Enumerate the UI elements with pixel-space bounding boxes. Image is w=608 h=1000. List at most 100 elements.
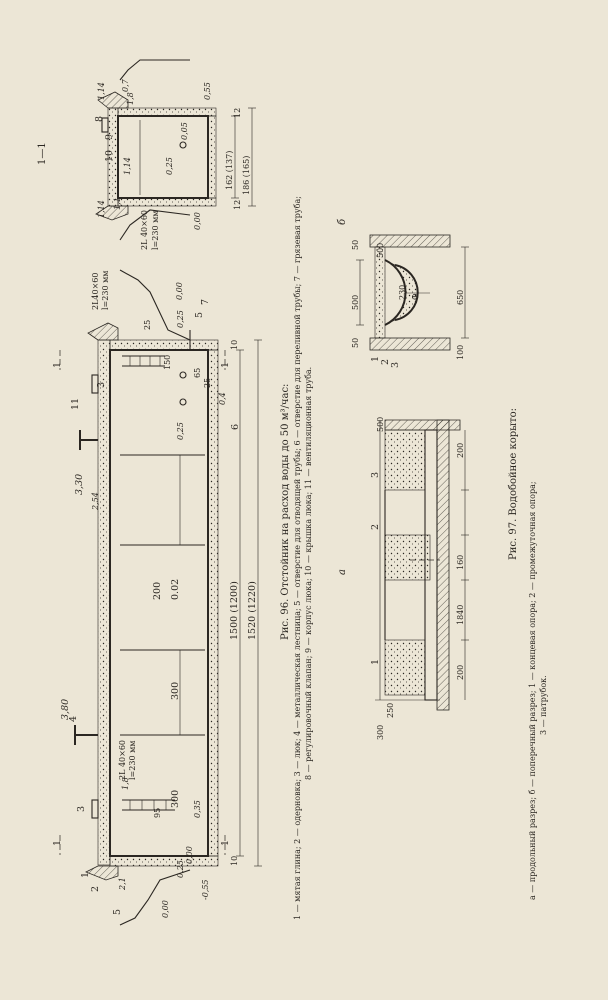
callout-6: 6 bbox=[230, 424, 241, 430]
mark-18b: 1,8 bbox=[121, 777, 130, 790]
steel-1-length: l=230 мм bbox=[151, 210, 160, 250]
section-mark-d: 1 bbox=[220, 362, 231, 368]
callout-2: 2 bbox=[90, 886, 101, 892]
callout-5a: 5 bbox=[112, 909, 123, 915]
mark-11: 1,1 bbox=[113, 197, 122, 210]
section-title: 1—1 bbox=[37, 142, 48, 165]
ladder-left bbox=[122, 799, 175, 811]
dim97-500: 500 bbox=[376, 417, 385, 432]
dim-300a: 300 bbox=[170, 682, 181, 700]
callout97b-2: 2 bbox=[380, 359, 391, 365]
mark-025d: 0,25 bbox=[165, 157, 174, 175]
mark-000c: 0,00 bbox=[193, 212, 202, 230]
fig97-caption: Рис. 97. Водобойное корыто: bbox=[508, 408, 519, 560]
dim-12a: 12 bbox=[233, 108, 242, 118]
dim97b-500a: 500 bbox=[376, 243, 385, 258]
mark-025b: 0,25 bbox=[176, 310, 185, 328]
dim-200: 200 bbox=[152, 582, 163, 600]
dim-002: 0.02 bbox=[170, 579, 181, 600]
dim97b-230: 230 bbox=[398, 285, 407, 300]
dim-10b: 10 bbox=[230, 856, 239, 866]
dim97-1840: 1840 bbox=[456, 605, 465, 625]
dim97b-50a: 50 bbox=[351, 240, 360, 250]
dim97-250: 250 bbox=[386, 703, 395, 718]
dim-300b: 300 bbox=[170, 790, 181, 808]
mark-07: 0,7 bbox=[121, 78, 130, 92]
callout-4: 4 bbox=[68, 716, 79, 722]
callout-11: 11 bbox=[70, 398, 81, 410]
fig96-legend-line1: 1 — мятая глина; 2 — одерновка; 3 — люк;… bbox=[293, 196, 302, 920]
mark-035: 0,35 bbox=[193, 800, 202, 818]
dim97-300: 300 bbox=[376, 725, 385, 740]
dim-186: 186 (165) bbox=[242, 156, 251, 195]
steel-1: 2L 40×60 bbox=[140, 210, 149, 250]
dim-1520: 1520 (1220) bbox=[247, 581, 258, 640]
dim-25a: 25 bbox=[143, 320, 152, 330]
fig97-sub-b: б bbox=[337, 218, 348, 225]
mark-18a: 1,8 bbox=[126, 92, 135, 105]
dim97-200a: 200 bbox=[456, 665, 465, 680]
mark-114b: 1,14 bbox=[123, 157, 132, 175]
fig97-legend-line1: а — продольный разрез; б — поперечный ра… bbox=[528, 481, 537, 900]
mark-254: 2,54 bbox=[91, 492, 100, 511]
fig97-legend-line2: 3 — патрубок. bbox=[539, 675, 548, 735]
mark-330: 3,30 bbox=[74, 474, 85, 495]
dim97b-500b: 500 bbox=[351, 295, 360, 310]
callout-10: 10 bbox=[104, 150, 115, 162]
callout-3b: 3 bbox=[96, 382, 107, 388]
dim97b-100: 100 bbox=[456, 345, 465, 360]
fig97b-cross-section bbox=[356, 234, 469, 351]
section-mark-c: 1 bbox=[220, 840, 231, 846]
callout-8: 8 bbox=[94, 116, 105, 122]
dim-25b: 25 bbox=[203, 378, 212, 388]
dim-1500: 1500 (1200) bbox=[229, 581, 240, 640]
section-mark-b: 1 bbox=[52, 362, 63, 368]
mark-005: 0,05 bbox=[180, 122, 189, 140]
mark-055a: -0,55 bbox=[201, 879, 210, 900]
callout97a-3: 3 bbox=[370, 472, 381, 478]
callout-7: 7 bbox=[200, 299, 211, 305]
dim-65: 65 bbox=[193, 368, 202, 378]
callout-3a: 3 bbox=[76, 806, 87, 812]
steel-3: 2L40×60 bbox=[91, 273, 100, 310]
steel-2: 2L 40×60 bbox=[118, 740, 127, 780]
dim-10a: 10 bbox=[230, 340, 239, 350]
mark-025a: 0,25 bbox=[176, 860, 185, 878]
dim-162: 162 (137) bbox=[225, 151, 234, 190]
mark-21: 2,1 bbox=[118, 877, 127, 891]
callout-1: 1 bbox=[80, 872, 91, 878]
mark-025c: 0,25 bbox=[176, 422, 185, 440]
mark-380: 3,80 bbox=[60, 699, 71, 720]
dim97b-phi: Ф bbox=[411, 293, 420, 300]
section-mark-a: 1 bbox=[52, 840, 63, 846]
mark-114a: 1,14 bbox=[97, 82, 106, 100]
callout-5b: 5 bbox=[194, 312, 205, 318]
dim-12b: 12 bbox=[233, 200, 242, 210]
mark-055b: 0,55 bbox=[203, 82, 212, 100]
steel-2-length: l=230 мм bbox=[128, 740, 137, 780]
dim97-200b: 200 bbox=[456, 443, 465, 458]
fig97a-longitudinal-section bbox=[375, 419, 469, 711]
dim97b-650: 650 bbox=[456, 290, 465, 305]
fig96-longitudinal-section bbox=[59, 269, 262, 926]
fig96-caption: Рис. 96. Отстойник на расход воды до 50 … bbox=[280, 384, 291, 640]
mark-000d: 0,00 bbox=[185, 846, 194, 864]
dim97b-50b: 50 bbox=[351, 338, 360, 348]
mark-000b: 0,00 bbox=[175, 282, 184, 300]
dim97-160: 160 bbox=[456, 555, 465, 570]
dim-150: 150 bbox=[163, 355, 172, 370]
fig96-legend-line2: 8 — регулировочный клапан; 9 — корпус лю… bbox=[304, 367, 313, 780]
dim-95: 95 bbox=[153, 808, 162, 818]
steel-3-length: l=230 мм bbox=[101, 270, 110, 310]
callout97a-1: 1 bbox=[370, 659, 381, 665]
fig96-cross-section-1-1 bbox=[95, 59, 256, 241]
mark-114c: 1,14 bbox=[97, 200, 106, 218]
ladder-right bbox=[122, 355, 165, 367]
callout97b-3: 3 bbox=[390, 362, 401, 368]
fig97-sub-a: а bbox=[337, 569, 348, 575]
callout-9: 9 bbox=[104, 134, 115, 140]
mark-04: 0,4 bbox=[218, 392, 227, 405]
callout97b-1: 1 bbox=[370, 356, 381, 362]
